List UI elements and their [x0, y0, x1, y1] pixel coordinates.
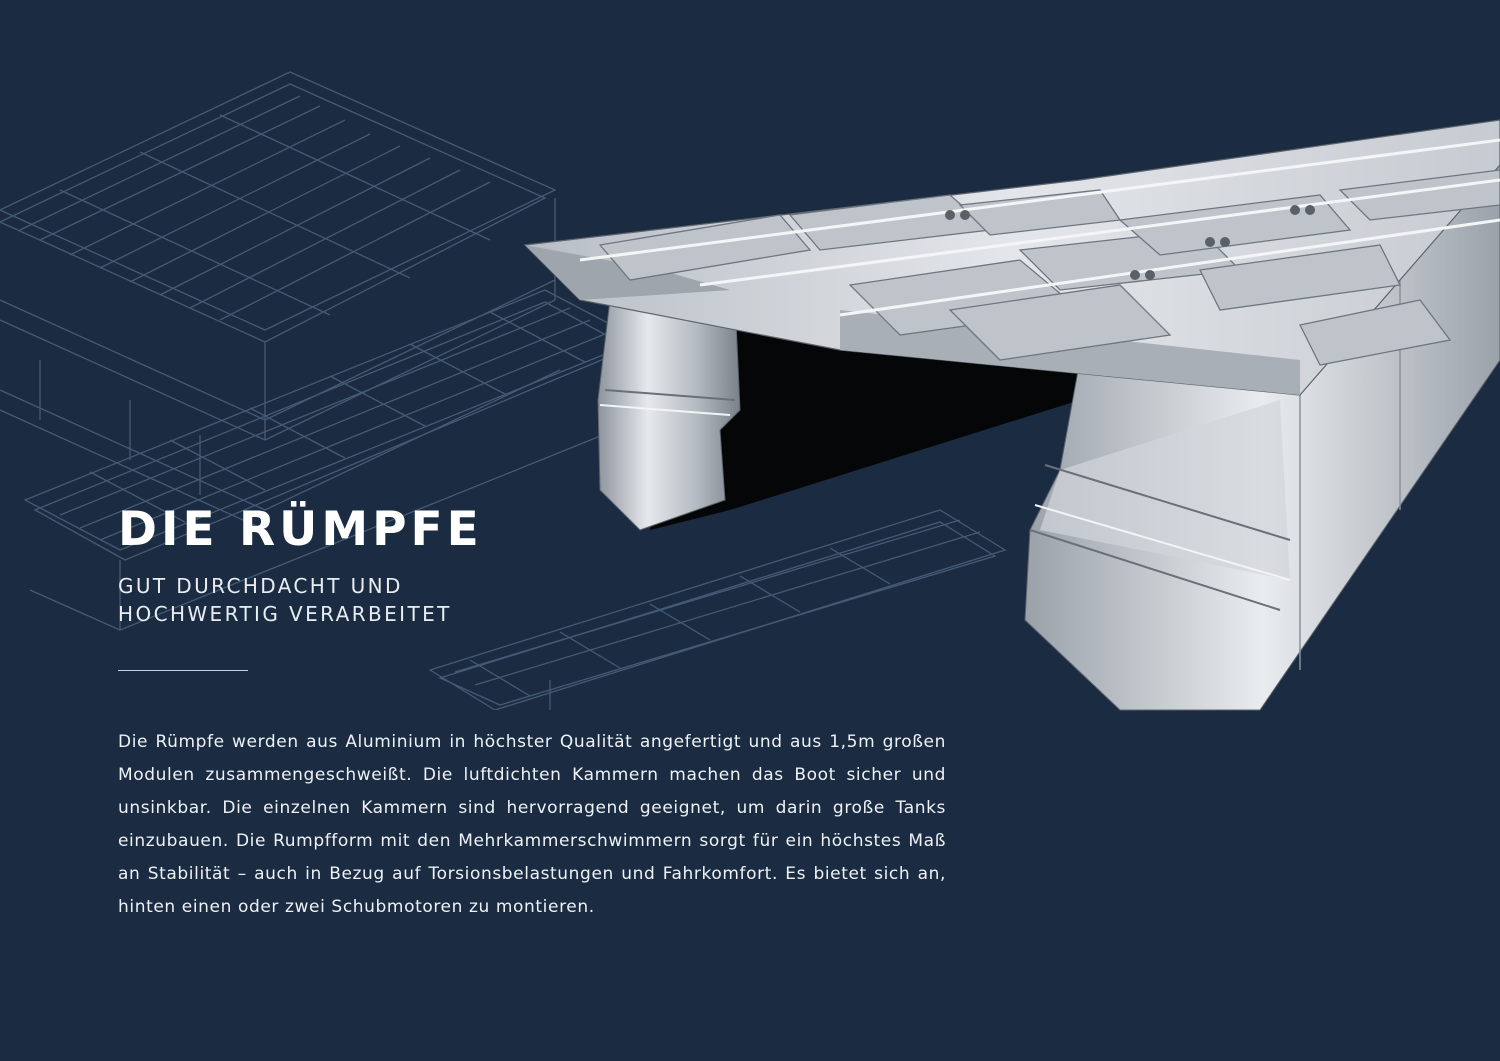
pontoon-hull-photo	[523, 119, 1500, 711]
blueprint-frame-middle	[23, 289, 642, 631]
page-title: DIE RÜMPFE	[118, 502, 483, 557]
subtitle-line-2: HOCHWERTIG VERARBEITET	[118, 602, 452, 626]
hull-blueprint-illustration	[0, 71, 1007, 710]
divider-line	[118, 670, 248, 671]
subtitle-line-1: GUT DURCHDACHT UND	[118, 574, 403, 598]
blueprint-frame-top	[0, 71, 561, 531]
body-paragraph: Die Rümpfe werden aus Aluminium in höchs…	[118, 732, 946, 917]
blueprint-frame-bottom	[428, 509, 1007, 710]
page-subtitle: GUT DURCHDACHT UND HOCHWERTIG VERARBEITE…	[118, 572, 452, 628]
